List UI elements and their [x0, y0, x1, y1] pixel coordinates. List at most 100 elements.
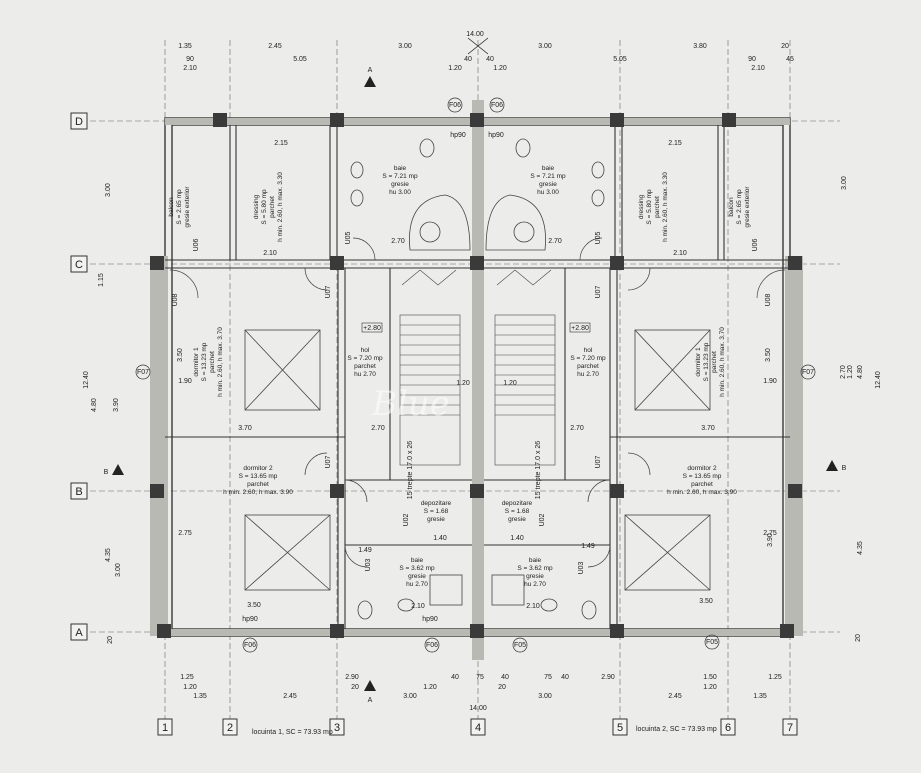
- dim-top-row3: 1.20: [493, 65, 507, 72]
- dim-overall-bottom: 14.00: [469, 705, 487, 712]
- dim-bottom-row1: 2.90: [345, 674, 359, 681]
- section-marker: [364, 76, 376, 87]
- dim-bottom-row3: 3.00: [403, 693, 417, 700]
- axis-bubble-A: [70, 623, 88, 641]
- room-right-dressing: parchet: [654, 196, 661, 218]
- dim-bottom-row3: 2.45: [283, 693, 297, 700]
- dim-right: 4.80: [857, 365, 864, 379]
- axis-label-5: 5: [617, 722, 623, 734]
- dim-inner: 2.15: [274, 140, 288, 147]
- room-right-depozitare: depozitare: [502, 500, 533, 507]
- room-left-balcon: balcon: [168, 197, 175, 217]
- axis-label-D: D: [75, 116, 83, 128]
- dim-top-row2: 5.05: [293, 56, 307, 63]
- window-tag: F06: [449, 102, 461, 109]
- door-tag: U07: [325, 455, 332, 468]
- room-left-baie: hu 2.70: [406, 581, 428, 588]
- axis-bubble-7: [782, 718, 798, 736]
- axis-label-4: 4: [475, 722, 481, 734]
- room-right-balcon: balcon: [728, 197, 735, 217]
- axis-bubble-3: [329, 718, 345, 736]
- door-tag: U07: [325, 285, 332, 298]
- dim-right: 1.20: [847, 365, 854, 379]
- door-tag: U05: [345, 231, 352, 244]
- room-left-baie: gresie: [408, 573, 426, 580]
- window-tag: F07: [802, 369, 814, 376]
- dim-left: 3.00: [115, 563, 122, 577]
- room-right-dormitor-2: parchet: [691, 481, 713, 488]
- dim-left: 12.40: [83, 371, 90, 389]
- dim-top-row2: 90: [186, 56, 194, 63]
- dim-inner: 1.49: [358, 547, 372, 554]
- dim-top-row2: 90: [748, 56, 756, 63]
- north-arrow: [467, 37, 489, 55]
- door-tag: U02: [539, 513, 546, 526]
- dim-bottom-row3: 2.45: [668, 693, 682, 700]
- dim-bottom-row3: 3.00: [538, 693, 552, 700]
- dim-inner: 3.50: [247, 602, 261, 609]
- unit-label-left: locuinta 1, SC = 73.93 mp: [252, 729, 333, 736]
- section-label: A: [368, 697, 373, 704]
- room-right-baie: gresie: [539, 181, 557, 188]
- window-tag: F05: [706, 639, 718, 646]
- dim-inner: 2.15: [668, 140, 682, 147]
- dim-inner: 1.90: [178, 378, 192, 385]
- window-tag-circle: [135, 364, 151, 380]
- door-tag: U07: [595, 285, 602, 298]
- dim-inner: 2.70: [548, 238, 562, 245]
- axis-label-A: A: [75, 627, 83, 639]
- room-left-baie: S = 7.21 mp: [382, 173, 418, 180]
- stair-label: 15 trepte 17.0 x 26: [535, 441, 542, 499]
- room-left-depozitare: depozitare: [421, 500, 452, 507]
- dim-inner: 1.40: [433, 535, 447, 542]
- room-left-hol: parchet: [354, 363, 376, 370]
- window-tag-circle: [704, 634, 720, 650]
- axis-label-1: 1: [162, 722, 168, 734]
- room-left-hol: hu 2.70: [354, 371, 376, 378]
- bathtubs: [409, 194, 546, 251]
- door-tag: U03: [365, 558, 372, 571]
- watermark: Blue: [371, 384, 450, 424]
- axis-label-2: 2: [227, 722, 233, 734]
- level-mark-box: [361, 322, 383, 333]
- window-tag: F06: [244, 642, 256, 649]
- dim-inner: 1.20: [503, 380, 517, 387]
- room-left-dormitor-2: dormitor 2: [243, 465, 273, 472]
- dim-inner: 3.50: [699, 598, 713, 605]
- room-right-dormitor-1: h min. 2.60, h max. 3.70: [719, 327, 726, 397]
- stair-label: 15 trepte 17.0 x 26: [407, 441, 414, 499]
- window-tag-circle: [489, 97, 505, 113]
- dim-top-row1: 3.00: [538, 43, 552, 50]
- room-right-baie: hu 3.00: [537, 189, 559, 196]
- room-left-dormitor-1: S = 13.23 mp: [201, 342, 208, 381]
- dim-bottom-row1: 1.25: [180, 674, 194, 681]
- room-left-dormitor-1: parchet: [209, 351, 216, 373]
- door-tag: U07: [595, 455, 602, 468]
- section-marker: [364, 680, 376, 691]
- door-tag: U05: [595, 231, 602, 244]
- hp-tag: hp90: [242, 616, 258, 623]
- axis-label-3: 3: [334, 722, 340, 734]
- room-right-baie: S = 3.62 mp: [517, 565, 553, 572]
- sanitary-fixtures: [350, 138, 605, 620]
- dim-bottom-row2: 1.20: [703, 684, 717, 691]
- dim-top-row2: 45: [786, 56, 794, 63]
- dim-top-row1: 20: [781, 43, 789, 50]
- room-right-dormitor-2: S = 13.65 mp: [683, 473, 722, 480]
- dim-top-row1: 2.45: [268, 43, 282, 50]
- dim-right: 4.35: [857, 541, 864, 555]
- dim-right: 12.40: [875, 371, 882, 389]
- room-left-balcon: gresie exterior: [184, 186, 191, 228]
- room-right-hol: hol: [584, 347, 593, 354]
- room-right-balcon: gresie exterior: [744, 186, 751, 228]
- hp-tag: hp90: [488, 132, 504, 139]
- dim-top-row1: 1.35: [178, 43, 192, 50]
- room-left-hol: S = 7.20 mp: [347, 355, 383, 362]
- dim-inner: 2.70: [570, 425, 584, 432]
- unit-label-right: locuinta 2, SC = 73.93 mp: [636, 726, 717, 733]
- dim-inner: 2.75: [178, 530, 192, 537]
- room-right-balcon: S = 2.65 mp: [736, 189, 743, 225]
- dim-inner: 2.10: [526, 603, 540, 610]
- dim-inner: 1.90: [763, 378, 777, 385]
- dim-bottom-row1: 1.25: [768, 674, 782, 681]
